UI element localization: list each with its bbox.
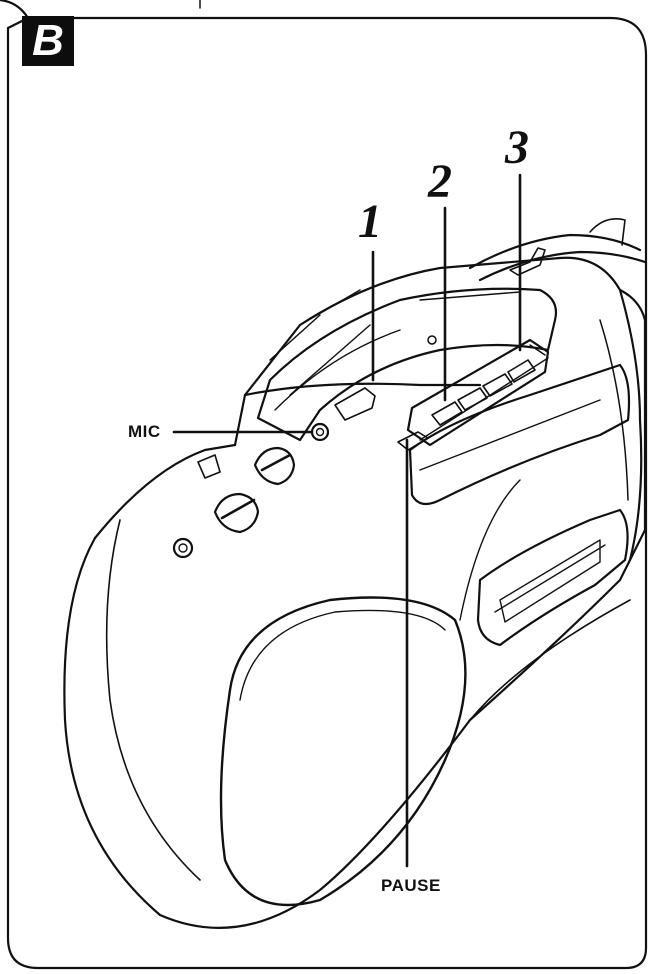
pause-label: PAUSE [381, 876, 441, 895]
key-4 [507, 359, 536, 383]
callout-1: 1 [358, 195, 382, 248]
frame-corner-tab [0, 0, 30, 20]
key-2 [457, 387, 488, 411]
frame-border [6, 16, 648, 970]
cassette-door-upper [408, 363, 631, 506]
boombox-body-outline [63, 256, 647, 929]
knob-upper [253, 446, 296, 486]
cassette-lid [256, 287, 558, 442]
mic-label: MIC [128, 422, 161, 441]
switch-1 [334, 387, 376, 421]
key-3 [482, 373, 513, 397]
knob-lower [213, 492, 260, 534]
handle [468, 233, 642, 270]
cassette-door-lower [476, 508, 629, 647]
mic-hole [310, 422, 330, 442]
key-1 [431, 401, 463, 426]
jack-hole [172, 537, 194, 559]
callout-3: 3 [505, 121, 529, 174]
section-badge: B [22, 16, 74, 66]
control-keys-block [406, 338, 550, 447]
front-speaker [219, 596, 467, 907]
callout-2: 2 [428, 155, 452, 208]
